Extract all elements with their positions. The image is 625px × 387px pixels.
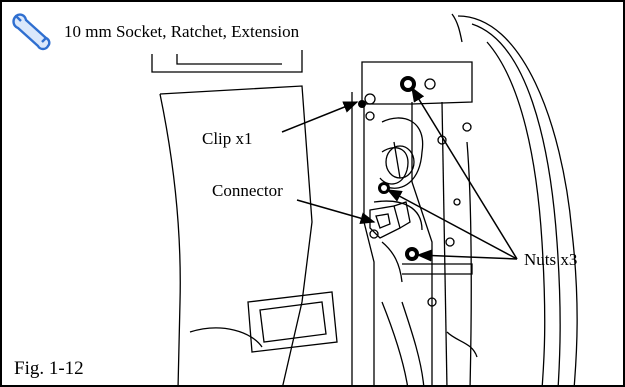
clip-callout: Clip x1 [202, 129, 253, 148]
tools-text: 10 mm Socket, Ratchet, Extension [64, 22, 300, 41]
nut-leader-2 [386, 189, 518, 260]
connector-callout: Connector [212, 181, 283, 200]
tools-required: 10 mm Socket, Ratchet, Extension [10, 10, 300, 54]
nuts-callout: Nuts x3 [524, 250, 578, 269]
nut-leader-1 [411, 86, 518, 260]
wrench-icon [12, 13, 51, 51]
connector-leader [296, 199, 376, 225]
clip-leader [281, 101, 359, 133]
figure-label: Fig. 1-12 [14, 358, 84, 379]
nut-leader-3 [416, 249, 518, 262]
